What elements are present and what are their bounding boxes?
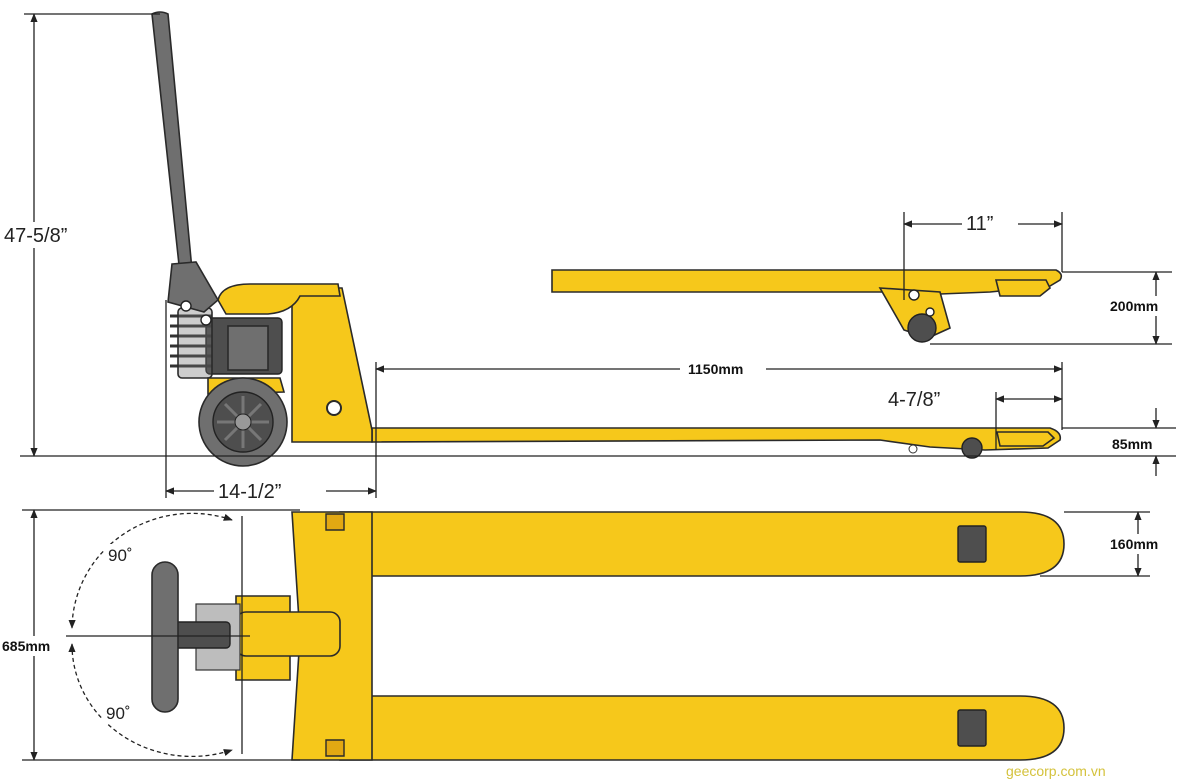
side-view-lowered xyxy=(151,11,1062,467)
raised-pin-2 xyxy=(925,307,935,317)
label-bg-685 xyxy=(0,636,64,656)
top-handle-neck xyxy=(169,621,231,649)
label-angle-top: 90˚ xyxy=(108,546,133,565)
label-base: 14-1/2” xyxy=(218,481,281,503)
label-bg-85 xyxy=(1106,434,1168,454)
raised-pin xyxy=(908,289,920,301)
label-height: 47-5/8” xyxy=(4,225,67,247)
side-fork-tip-window xyxy=(996,431,1056,447)
label-raised-offset: 11” xyxy=(966,213,993,235)
steer-wheel-top xyxy=(151,561,179,713)
side-view-raised xyxy=(551,269,1063,343)
top-view xyxy=(151,511,1065,761)
label-bg-160 xyxy=(1106,534,1172,554)
fork-window-lower xyxy=(957,709,987,747)
top-bolt-lower xyxy=(325,739,345,757)
label-lowered: 85mm xyxy=(1112,436,1152,452)
chassis-bolt xyxy=(326,400,342,416)
handle-pin xyxy=(180,300,192,312)
fork-pin xyxy=(908,444,918,454)
label-fork-length: 1150mm xyxy=(688,361,743,377)
swing-arc-bottom xyxy=(68,643,233,758)
label-bg-11 xyxy=(962,210,1018,236)
label-bg-200 xyxy=(1104,296,1176,316)
chassis-body xyxy=(289,287,373,443)
pump-spring xyxy=(170,314,212,368)
raised-fork xyxy=(551,269,1063,295)
side-fork xyxy=(371,427,1062,451)
watermark: geecorp.com.vn xyxy=(1006,763,1106,779)
handle-bar xyxy=(151,11,193,276)
top-bolt-upper xyxy=(325,513,345,531)
label-wheel-offset: 4-7/8” xyxy=(888,389,940,411)
label-overall-width: 685mm xyxy=(2,638,50,654)
load-roller xyxy=(961,437,983,459)
label-fork-width: 160mm xyxy=(1110,536,1158,552)
top-fork-lower xyxy=(339,695,1065,761)
raised-fork-window xyxy=(994,279,1052,297)
label-bg-base xyxy=(214,478,326,504)
label-bg-height xyxy=(2,222,108,248)
pump-cylinder xyxy=(227,325,269,371)
label-angle-bottom: 90˚ xyxy=(106,704,131,723)
label-bg-90-bottom xyxy=(102,702,142,724)
top-fork-upper xyxy=(339,511,1065,577)
label-bg-fork xyxy=(680,359,766,379)
handle-joint xyxy=(167,261,220,313)
handle-pin-2 xyxy=(200,314,212,326)
wheel-center xyxy=(234,413,252,431)
label-lift: 200mm xyxy=(1110,298,1158,314)
top-handle-base xyxy=(235,611,341,657)
dimension-labels: 47-5/8” 14-1/2” 1150mm 4-7/8” 85mm 11” 2… xyxy=(2,213,1158,779)
fork-window-upper xyxy=(957,525,987,563)
pump-bracket xyxy=(217,283,341,315)
swing-arc-top xyxy=(68,512,233,629)
raised-roller xyxy=(907,313,937,343)
label-bg-90-top xyxy=(104,544,144,566)
